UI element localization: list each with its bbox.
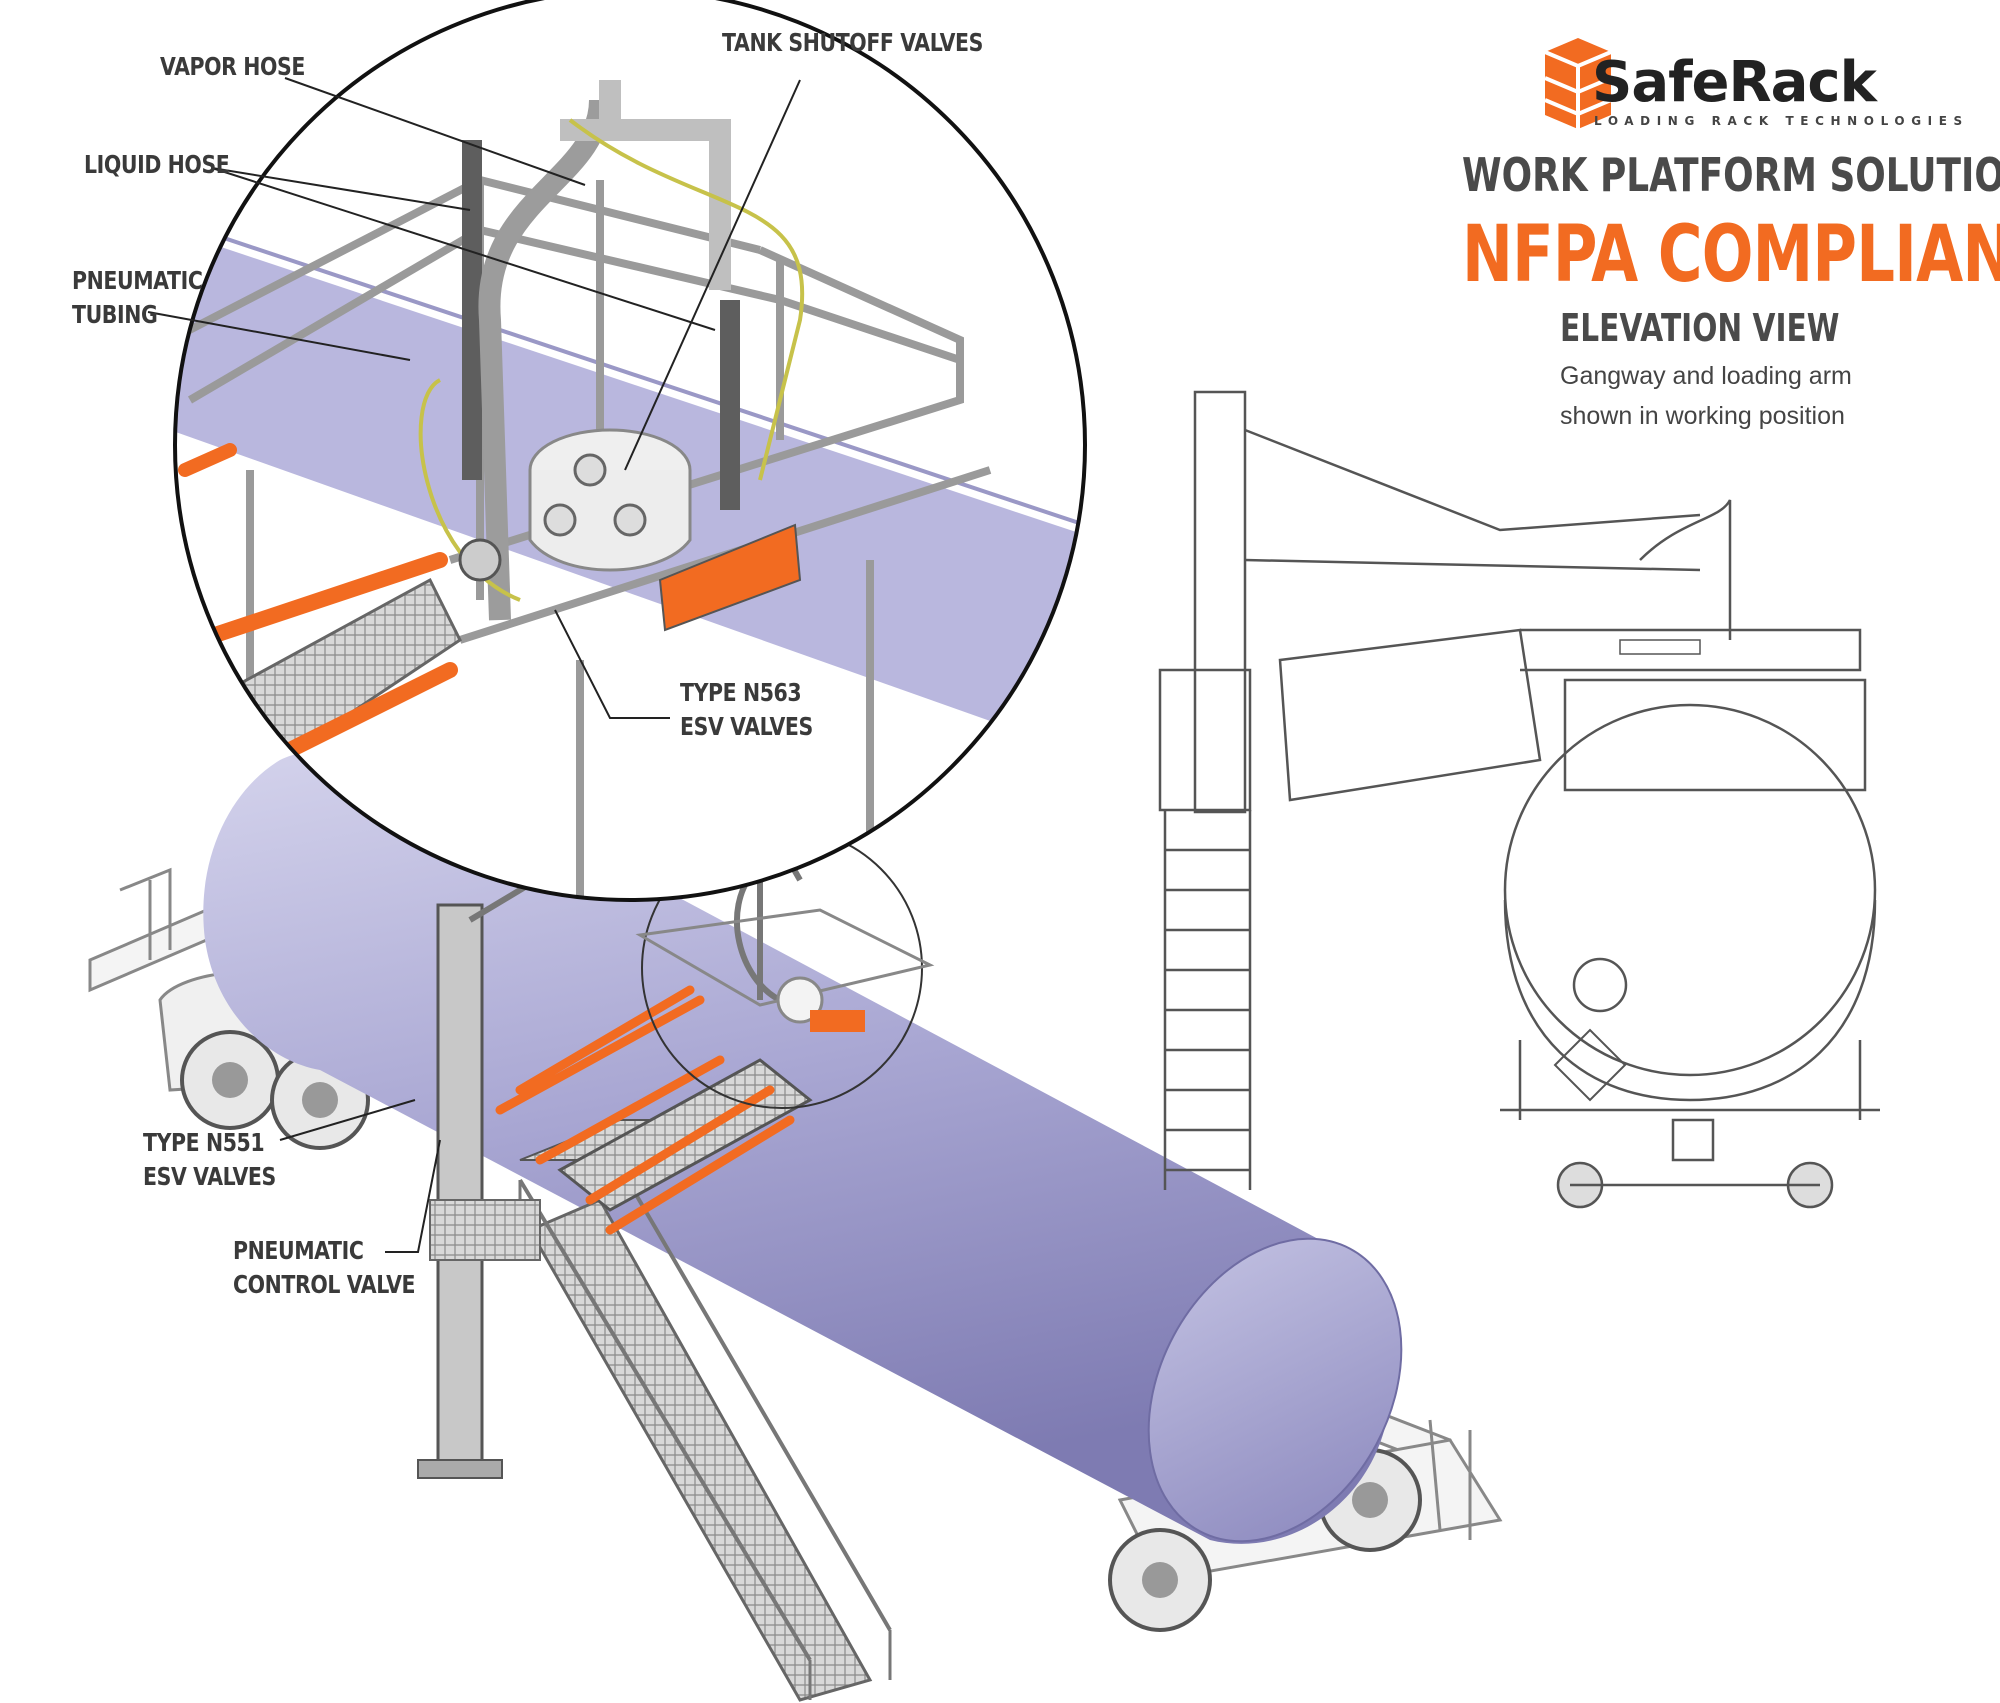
callout-pneumatic-control-valve: PNEUMATIC CONTROL VALVE <box>233 1236 416 1299</box>
heading-nfpa-compliant: NFPA COMPLIANT <box>1462 210 2000 300</box>
elevation-view <box>1158 390 1880 1209</box>
callout-type-n563: TYPE N563 ESV VALVES <box>680 678 813 741</box>
brand-tagline: LOADING RACK TECHNOLOGIES <box>1594 114 1969 128</box>
work-platform <box>495 985 813 1235</box>
callout-vapor-hose: VAPOR HOSE <box>160 52 305 81</box>
platform-tower <box>417 903 541 1479</box>
callout-liquid-hose: LIQUID HOSE <box>84 150 230 179</box>
callout-type-n551: TYPE N551 ESV VALVES <box>143 1128 276 1191</box>
callout-pneumatic-tubing: PNEUMATIC TUBING <box>72 266 203 329</box>
saferack-logo-icon <box>1544 38 1612 129</box>
heading-work-platform: WORK PLATFORM SOLUTIONS <box>1462 148 2000 202</box>
wheel-truck-rear <box>1108 1448 1422 1632</box>
leader-lines <box>147 77 801 1253</box>
description-line-1: Gangway and loading arm <box>1560 362 1852 390</box>
detail-railing <box>635 908 935 1032</box>
heading-elevation-view: ELEVATION VIEW <box>1560 306 1840 350</box>
elevation-gangway-sign <box>1619 639 1701 655</box>
tank-car-body <box>203 749 1403 1544</box>
zoom-detail <box>173 0 1087 902</box>
callout-tank-shutoff-valves: TANK SHUTOFF VALVES <box>722 28 983 57</box>
description-line-2: shown in working position <box>1560 402 1845 430</box>
brand-name: SafeRack <box>1592 50 1877 115</box>
